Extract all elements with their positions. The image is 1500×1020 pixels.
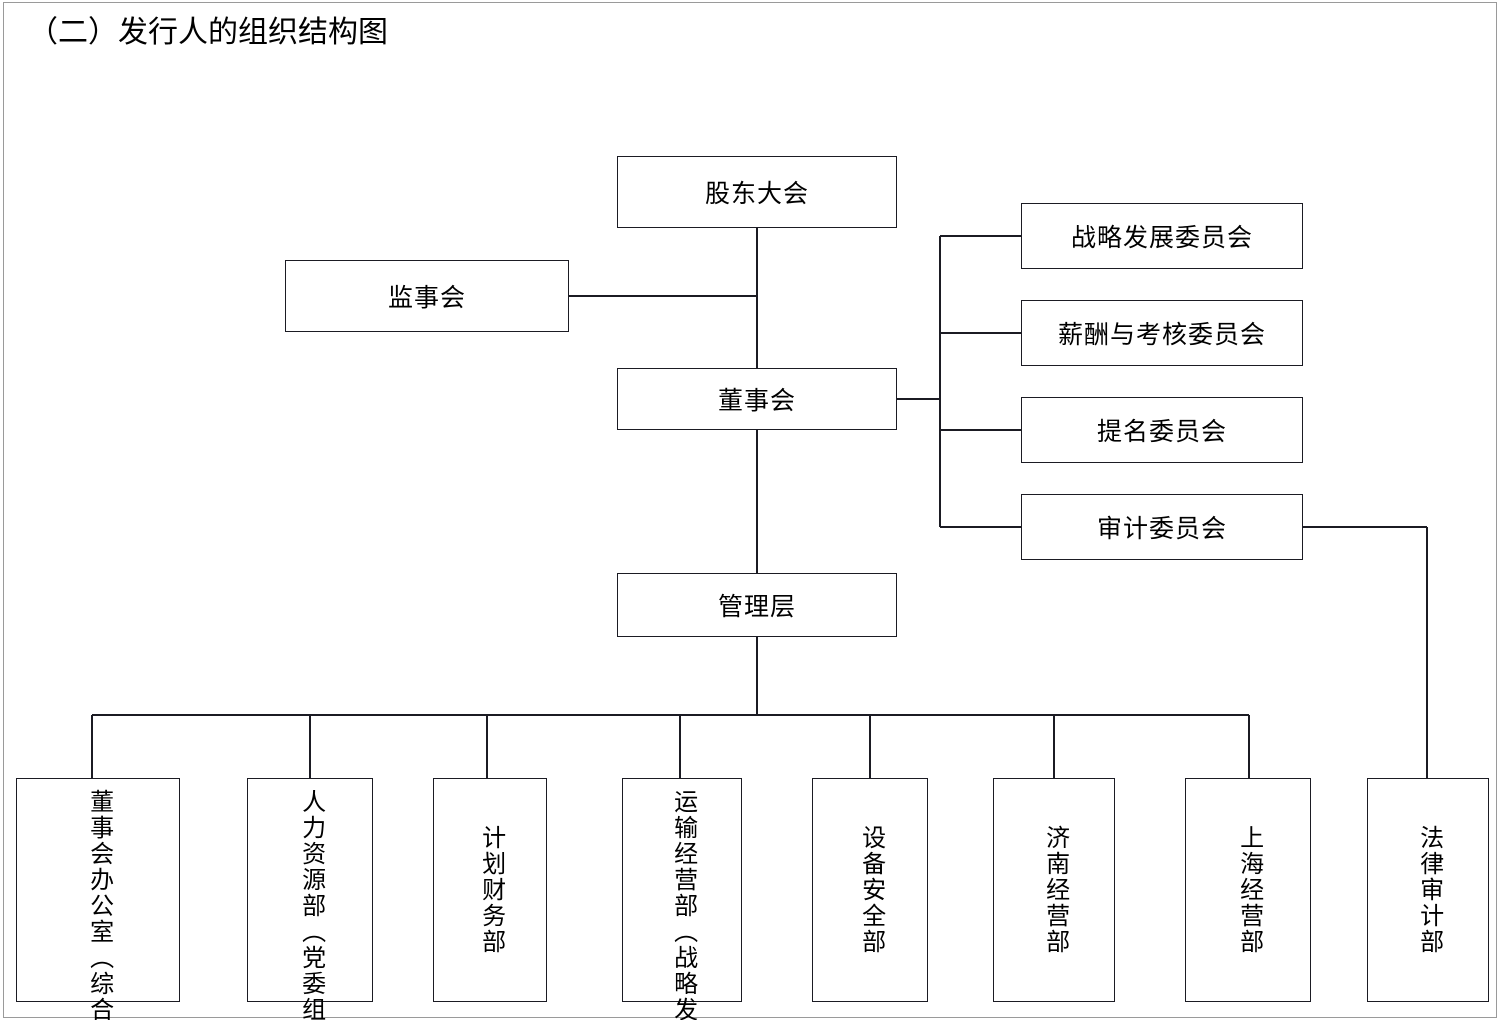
- node-audit-committee[interactable]: 审计委员会: [1021, 494, 1303, 560]
- node-dept-planning-finance[interactable]: 计划财务部: [433, 778, 547, 1002]
- node-dept-transport-operations[interactable]: 运输经营部（战略发展部）: [622, 778, 742, 1020]
- node-dept-legal-audit-label: 法律审计部: [1415, 825, 1442, 955]
- node-board-of-supervisors[interactable]: 监事会: [285, 260, 569, 332]
- node-dept-board-office[interactable]: 董事会办公室（综合管理部）（党群工作部）: [16, 778, 180, 1020]
- node-dept-legal-audit[interactable]: 法律审计部: [1367, 778, 1489, 1002]
- node-nomination-committee[interactable]: 提名委员会: [1021, 397, 1303, 463]
- page-title: （二）发行人的组织结构图: [28, 16, 388, 49]
- node-dept-shanghai-operations-label: 上海经营部: [1235, 825, 1262, 955]
- node-shareholders-meeting[interactable]: 股东大会: [617, 156, 897, 228]
- node-dept-human-resources-label: 人力资源部（党委组织部）: [297, 789, 324, 1020]
- node-management[interactable]: 管理层: [617, 573, 897, 637]
- node-compensation-appraisal-committee[interactable]: 薪酬与考核委员会: [1021, 300, 1303, 366]
- node-strategy-development-committee[interactable]: 战略发展委员会: [1021, 203, 1303, 269]
- node-dept-board-office-label: 董事会办公室（综合管理部）（党群工作部）: [83, 789, 112, 1020]
- node-dept-jinan-operations[interactable]: 济南经营部: [993, 778, 1115, 1002]
- node-board-of-directors[interactable]: 董事会: [617, 368, 897, 430]
- node-dept-equipment-safety-label: 设备安全部: [857, 825, 884, 955]
- node-dept-shanghai-operations[interactable]: 上海经营部: [1185, 778, 1311, 1002]
- node-dept-jinan-operations-label: 济南经营部: [1041, 825, 1068, 955]
- node-dept-equipment-safety[interactable]: 设备安全部: [812, 778, 928, 1002]
- node-dept-planning-finance-label: 计划财务部: [477, 825, 504, 955]
- node-dept-transport-operations-label: 运输经营部（战略发展部）: [669, 789, 696, 1020]
- node-dept-human-resources[interactable]: 人力资源部（党委组织部）: [247, 778, 373, 1020]
